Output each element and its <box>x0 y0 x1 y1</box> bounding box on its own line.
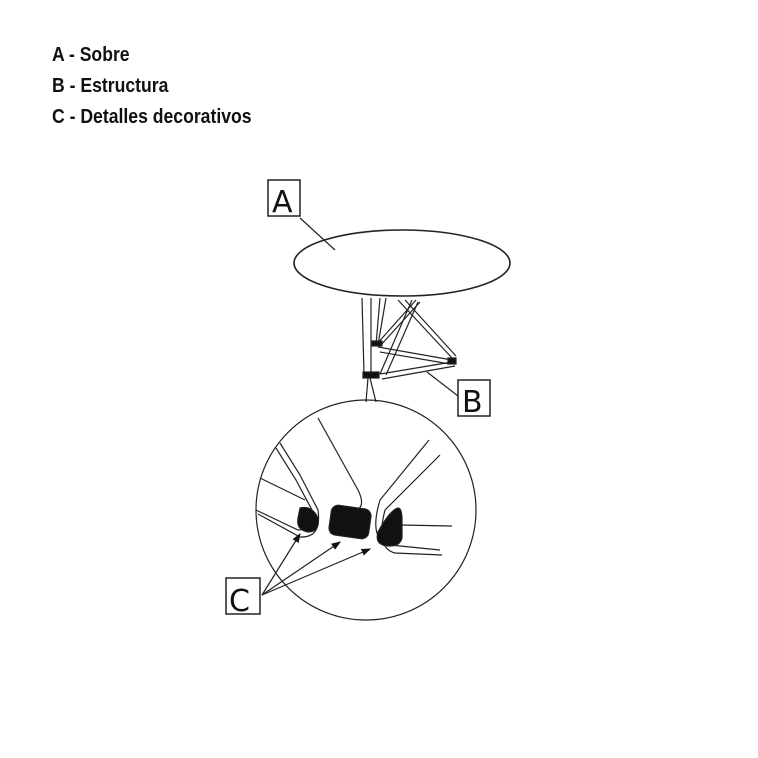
decorative-cap-left <box>297 506 319 533</box>
callout-b-label: B <box>462 385 483 420</box>
callout-a-label: A <box>272 185 293 220</box>
callout-c: C <box>225 532 372 619</box>
callout-c-label: C <box>229 584 250 619</box>
legend-item-c: C - Detalles decorativos <box>52 106 252 128</box>
legend-item-b: B - Estructura <box>52 75 169 97</box>
callout-a: A <box>267 179 336 251</box>
legend: A - Sobre B - Estructura C - Detalles de… <box>52 40 279 133</box>
decorative-cap-center <box>328 504 372 540</box>
tabletop <box>293 229 511 297</box>
legend-item-a: A - Sobre <box>52 44 130 66</box>
table-base <box>361 297 457 380</box>
callout-b: B <box>426 371 491 420</box>
detail-circle <box>255 399 477 621</box>
decorative-cap-right <box>376 507 403 547</box>
